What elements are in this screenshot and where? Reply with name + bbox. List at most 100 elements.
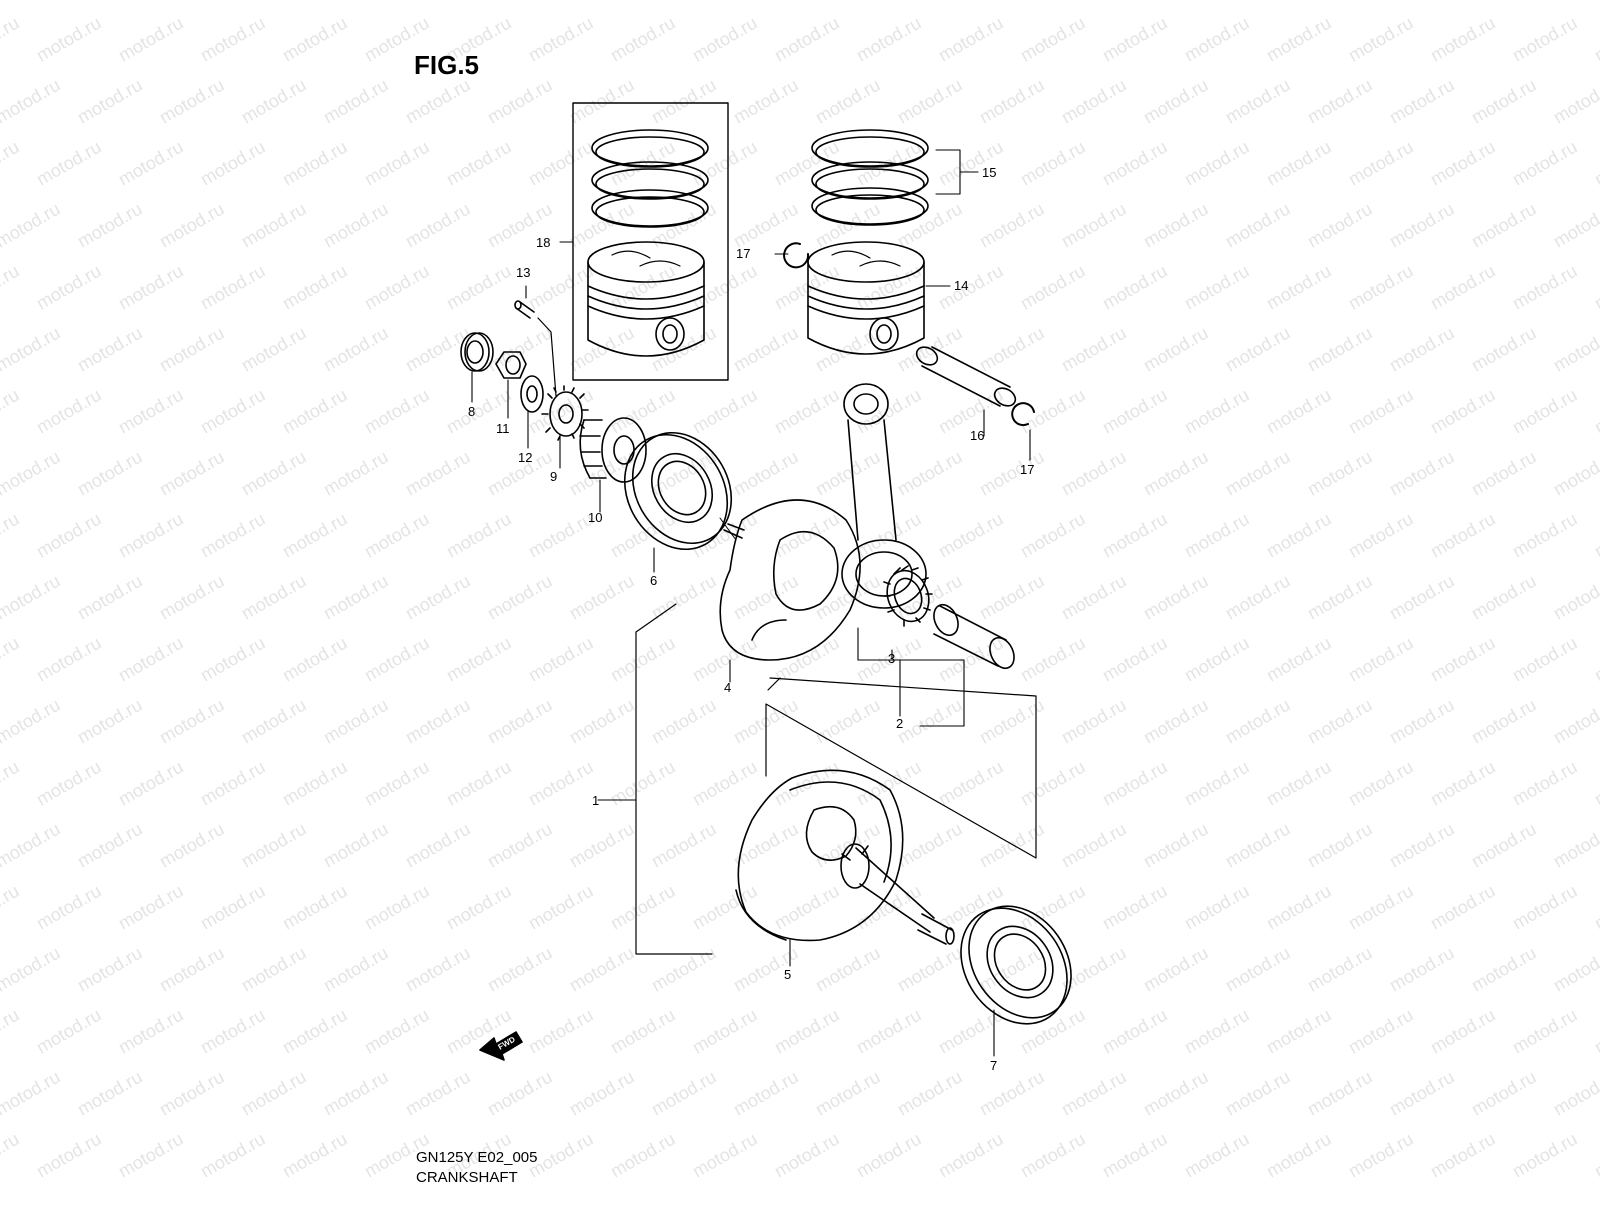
watermark-text: motod.ru: [33, 1005, 105, 1058]
watermark-text: motod.ru: [1017, 757, 1089, 810]
watermark-text: motod.ru: [320, 75, 392, 128]
watermark-text: motod.ru: [1222, 447, 1294, 500]
figure-footer: GN125Y E02_005 CRANKSHAFT: [416, 1148, 538, 1188]
watermark-text: motod.ru: [1386, 447, 1458, 500]
watermark-text: motod.ru: [0, 1067, 64, 1120]
watermark-text: motod.ru: [279, 1005, 351, 1058]
watermark-text: motod.ru: [320, 447, 392, 500]
watermark-text: motod.ru: [1017, 881, 1089, 934]
watermark-text: motod.ru: [0, 943, 64, 996]
watermark-text: motod.ru: [0, 13, 23, 66]
watermark-text: motod.ru: [238, 75, 310, 128]
watermark-text: motod.ru: [238, 323, 310, 376]
piston-pin-16: [915, 346, 1017, 407]
watermark-text: motod.ru: [566, 75, 638, 128]
watermark-text: motod.ru: [1509, 757, 1581, 810]
watermark-text: motod.ru: [1386, 199, 1458, 252]
watermark-text: motod.ru: [74, 695, 146, 748]
callout-8: 8: [468, 404, 475, 419]
watermark-text: motod.ru: [279, 13, 351, 66]
watermark-text: motod.ru: [1345, 1129, 1417, 1182]
watermark-text: motod.ru: [74, 571, 146, 624]
watermark-text: motod.ru: [1140, 943, 1212, 996]
watermark-text: motod.ru: [853, 261, 925, 314]
watermark-text: motod.ru: [976, 199, 1048, 252]
watermark-text: motod.ru: [0, 447, 64, 500]
watermark-text: motod.ru: [1509, 137, 1581, 190]
watermark-text: motod.ru: [1591, 13, 1600, 66]
watermark-text: motod.ru: [0, 75, 64, 128]
watermark-text: motod.ru: [1509, 261, 1581, 314]
watermark-text: motod.ru: [33, 633, 105, 686]
watermark-text: motod.ru: [1427, 13, 1499, 66]
callout-9: 9: [550, 469, 557, 484]
watermark-text: motod.ru: [607, 881, 679, 934]
watermark-text: motod.ru: [853, 1129, 925, 1182]
leader-lines: [471, 149, 1031, 1057]
watermark-text: motod.ru: [74, 323, 146, 376]
watermark-text: motod.ru: [1509, 881, 1581, 934]
watermark-text: motod.ru: [1427, 633, 1499, 686]
watermark-text: motod.ru: [689, 509, 761, 562]
watermark-text: motod.ru: [1509, 385, 1581, 438]
watermark-text: motod.ru: [853, 881, 925, 934]
watermark-text: motod.ru: [730, 75, 802, 128]
watermark-text: motod.ru: [1140, 695, 1212, 748]
watermark-text: motod.ru: [1550, 323, 1600, 376]
piston-18: [587, 241, 705, 357]
watermark-text: motod.ru: [197, 1129, 269, 1182]
watermark-text: motod.ru: [361, 385, 433, 438]
watermark-text: motod.ru: [484, 571, 556, 624]
watermark-text: motod.ru: [484, 819, 556, 872]
crank-half-4: [719, 499, 861, 661]
crank-pin-2: [933, 603, 1015, 670]
watermark-text: motod.ru: [1386, 695, 1458, 748]
watermark-text: motod.ru: [1345, 1005, 1417, 1058]
watermark-text: motod.ru: [812, 0, 884, 3]
ring-set-18: [591, 129, 709, 228]
watermark-text: motod.ru: [607, 633, 679, 686]
watermark-text: motod.ru: [935, 261, 1007, 314]
watermark-text: motod.ru: [443, 633, 515, 686]
watermark-text: motod.ru: [1140, 1067, 1212, 1120]
watermark-text: motod.ru: [74, 199, 146, 252]
watermark-text: motod.ru: [238, 819, 310, 872]
oil-seal-8: [460, 332, 494, 372]
watermark-text: motod.ru: [1509, 13, 1581, 66]
watermark-text: motod.ru: [443, 137, 515, 190]
watermark-text: motod.ru: [0, 509, 23, 562]
watermark-text: motod.ru: [1058, 323, 1130, 376]
watermark-text: motod.ru: [74, 819, 146, 872]
watermark-text: motod.ru: [361, 881, 433, 934]
watermark-text: motod.ru: [1222, 943, 1294, 996]
watermark-text: motod.ru: [689, 137, 761, 190]
watermark-text: motod.ru: [853, 385, 925, 438]
watermark-text: motod.ru: [1058, 571, 1130, 624]
watermark-text: motod.ru: [0, 633, 23, 686]
watermark-text: motod.ru: [1099, 385, 1171, 438]
watermark-text: motod.ru: [730, 447, 802, 500]
watermark-text: motod.ru: [402, 447, 474, 500]
watermark-text: motod.ru: [1222, 199, 1294, 252]
watermark-text: motod.ru: [1550, 447, 1600, 500]
watermark-text: motod.ru: [812, 571, 884, 624]
watermark-text: motod.ru: [1468, 447, 1540, 500]
watermark-text: motod.ru: [1468, 1067, 1540, 1120]
watermark-text: motod.ru: [0, 1129, 23, 1182]
watermark-text: motod.ru: [320, 199, 392, 252]
watermark-text: motod.ru: [1468, 571, 1540, 624]
callout-6: 6: [650, 573, 657, 588]
watermark-text: motod.ru: [1550, 0, 1600, 3]
watermark-text: motod.ru: [853, 757, 925, 810]
watermark-text: motod.ru: [525, 881, 597, 934]
watermark-text: motod.ru: [238, 1067, 310, 1120]
watermark-text: motod.ru: [525, 1005, 597, 1058]
watermark-text: motod.ru: [238, 943, 310, 996]
callout-10: 10: [588, 510, 602, 525]
watermark-text: motod.ru: [1304, 819, 1376, 872]
watermark-text: motod.ru: [1468, 323, 1540, 376]
watermark-text: motod.ru: [402, 943, 474, 996]
watermark-text: motod.ru: [320, 0, 392, 3]
circlip-17-right: [1011, 402, 1035, 427]
watermark-text: motod.ru: [853, 509, 925, 562]
